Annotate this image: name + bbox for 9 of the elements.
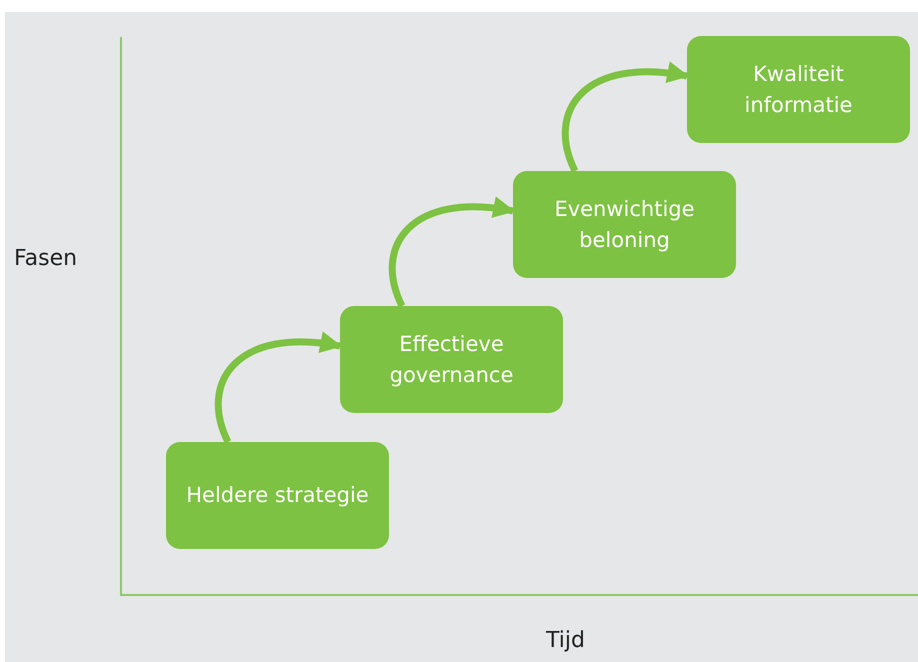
- y-axis-label: Fasen: [14, 246, 78, 271]
- x-axis-label: Tijd: [546, 628, 585, 653]
- curved-arrow: [389, 197, 516, 308]
- curved-arrow: [215, 332, 342, 444]
- phase-box: Heldere strategie: [166, 442, 389, 549]
- phase-box: Kwaliteit informatie: [687, 36, 910, 143]
- curved-arrow: [562, 62, 690, 172]
- phase-box: Evenwichtige beloning: [513, 171, 736, 278]
- phase-box: Effectieve governance: [340, 306, 563, 413]
